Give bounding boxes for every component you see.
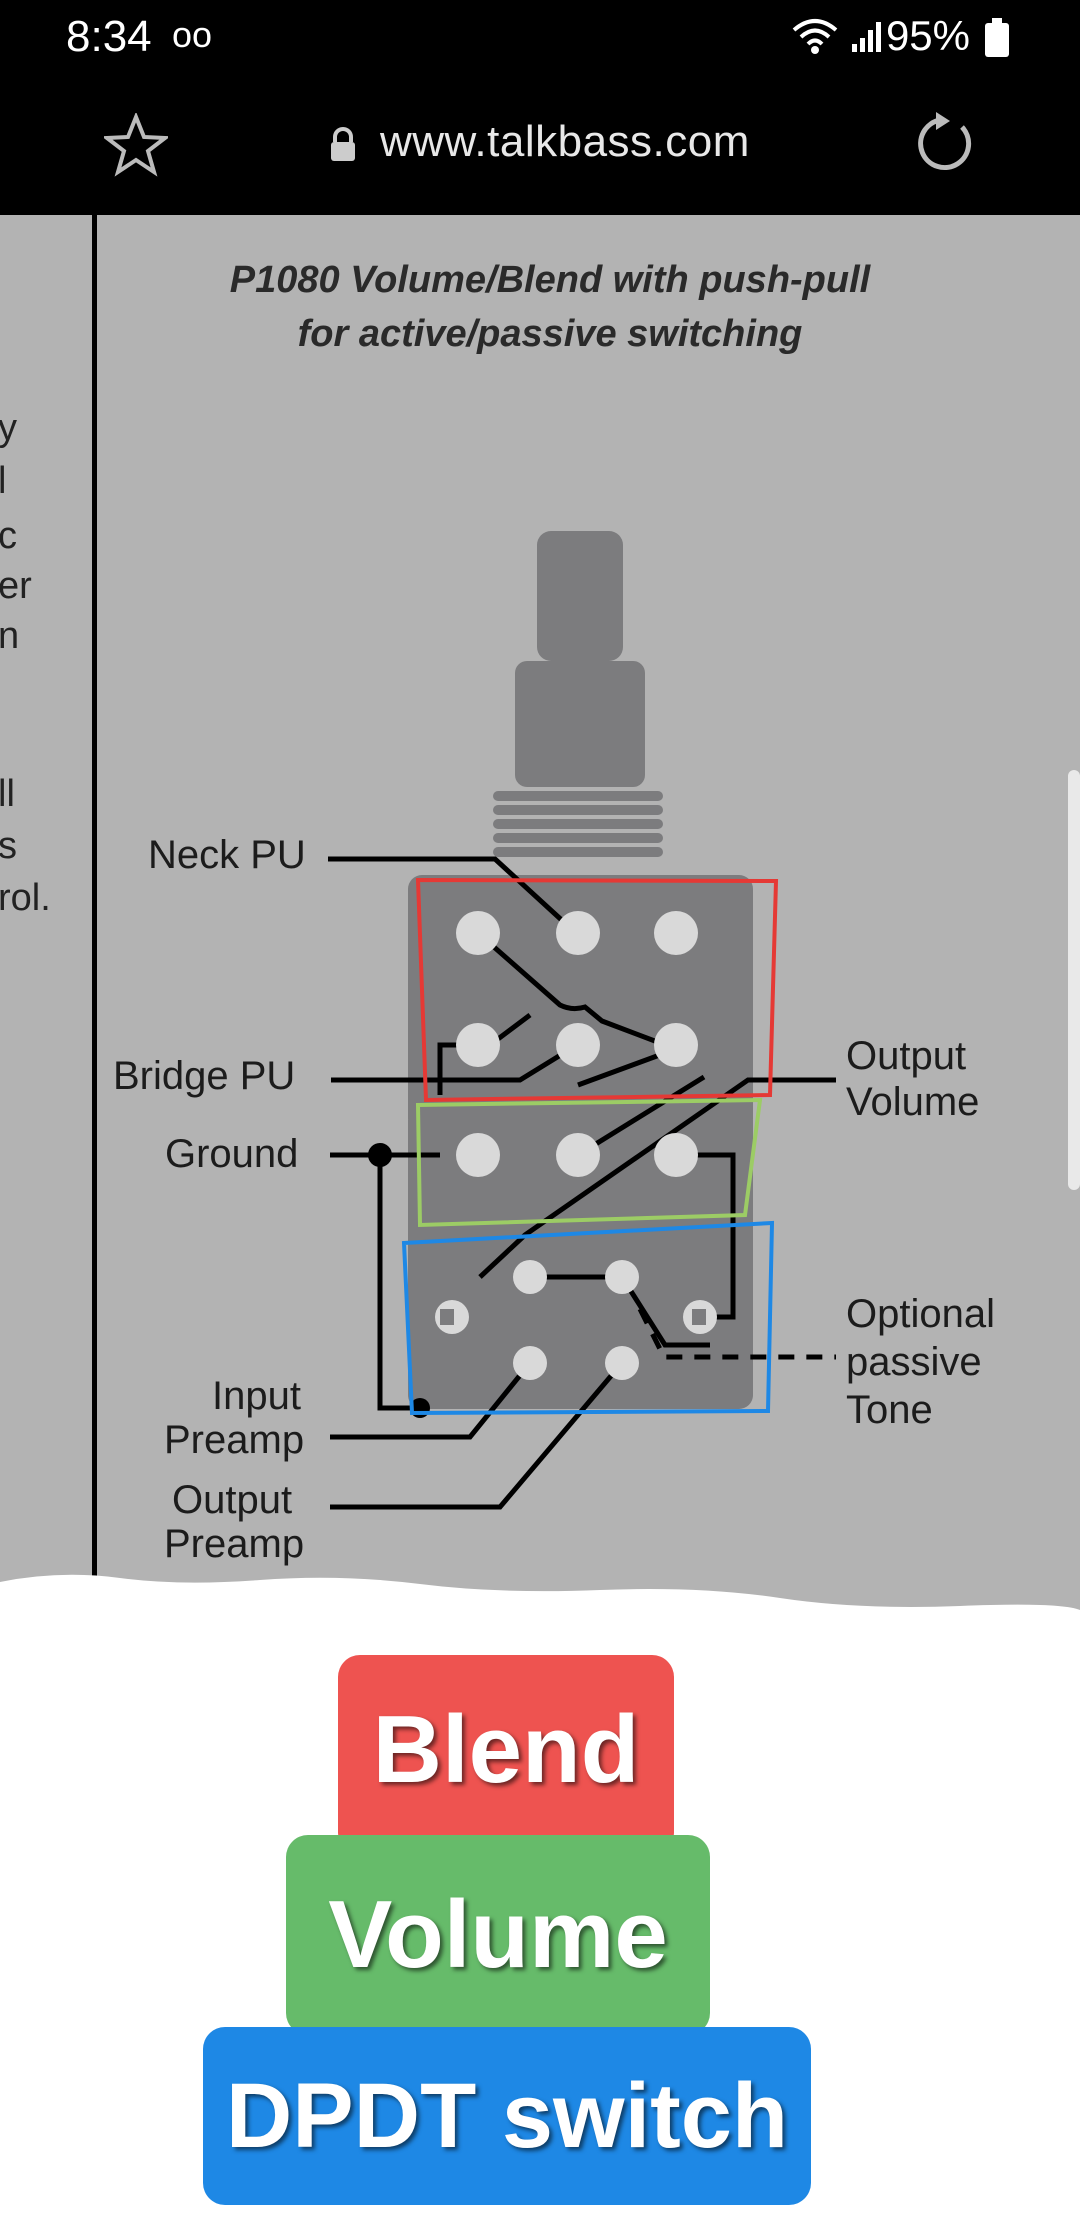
switch-body: [408, 1223, 753, 1409]
pot-shaft: [537, 531, 623, 661]
label-bridge-pu: Bridge PU: [113, 1054, 296, 1098]
label-output-volume: Output: [846, 1034, 967, 1078]
text-fragment: rol.: [0, 877, 51, 919]
label-ground: Ground: [165, 1132, 299, 1176]
text-fragment: ll: [0, 773, 15, 815]
tone-dashed-wire: [637, 1307, 836, 1360]
label-output-preamp: Preamp: [164, 1522, 305, 1566]
pot-thread: [493, 791, 663, 857]
switch-lugs: [435, 1260, 717, 1380]
volume-annotation: Volume: [286, 1835, 710, 2035]
lock-icon: [331, 127, 355, 161]
status-bar: 8:34 oo 95%: [0, 0, 1080, 75]
cropped-text-column: y l c er n ll s rol.: [0, 215, 51, 1615]
torn-paper-edge: [0, 1574, 1080, 1650]
wires: [328, 856, 836, 1510]
label-tone: Tone: [846, 1388, 933, 1432]
label-output-volume-2: Volume: [846, 1080, 980, 1124]
text-fragment: c: [0, 515, 17, 557]
voicemail-icon: oo: [172, 14, 213, 55]
star-icon[interactable]: [104, 113, 168, 177]
scrollbar[interactable]: [1068, 770, 1080, 1190]
text-fragment: y: [0, 407, 17, 449]
label-output: Output: [172, 1478, 293, 1522]
text-fragment: er: [0, 565, 32, 607]
label-input-preamp: Preamp: [164, 1418, 305, 1462]
column-divider: [92, 215, 97, 1615]
battery-percent: 95%: [885, 12, 970, 59]
blend-annotation: Blend: [338, 1655, 674, 1855]
ground-junction: [368, 1143, 392, 1167]
wifi-icon: [792, 19, 838, 54]
status-time: 8:34: [66, 12, 152, 61]
text-fragment: s: [0, 825, 17, 867]
volume-highlight: [415, 1097, 763, 1228]
switch-highlight: [401, 1220, 775, 1416]
pot-collar: [515, 661, 645, 787]
url-text[interactable]: www.talkbass.com: [380, 117, 750, 166]
label-passive: passive: [846, 1340, 982, 1384]
dpdt-switch-annotation: DPDT switch: [203, 2027, 811, 2205]
label-neck-pu: Neck PU: [148, 833, 306, 877]
wiring-diagram: [328, 531, 836, 1510]
pot-lugs: [456, 911, 698, 1177]
label-input: Input: [212, 1374, 301, 1418]
address-bar: www.talkbass.com: [0, 75, 1080, 215]
label-optional: Optional: [846, 1292, 995, 1336]
reload-icon[interactable]: [910, 109, 980, 179]
diagram-title-line: for active/passive switching: [297, 313, 803, 355]
signal-icon: [852, 22, 881, 52]
diagram-title: P1080 Volume/Blend with push-pull for ac…: [150, 253, 950, 361]
text-fragment: l: [0, 460, 7, 502]
text-fragment: n: [0, 615, 20, 657]
battery-icon: [985, 18, 1009, 57]
diagram-title-line: P1080 Volume/Blend with push-pull: [229, 259, 871, 301]
blend-highlight: [415, 877, 779, 1103]
web-page-content[interactable]: y l c er n ll s rol. P1080 Volume/Blend …: [0, 215, 1080, 1615]
